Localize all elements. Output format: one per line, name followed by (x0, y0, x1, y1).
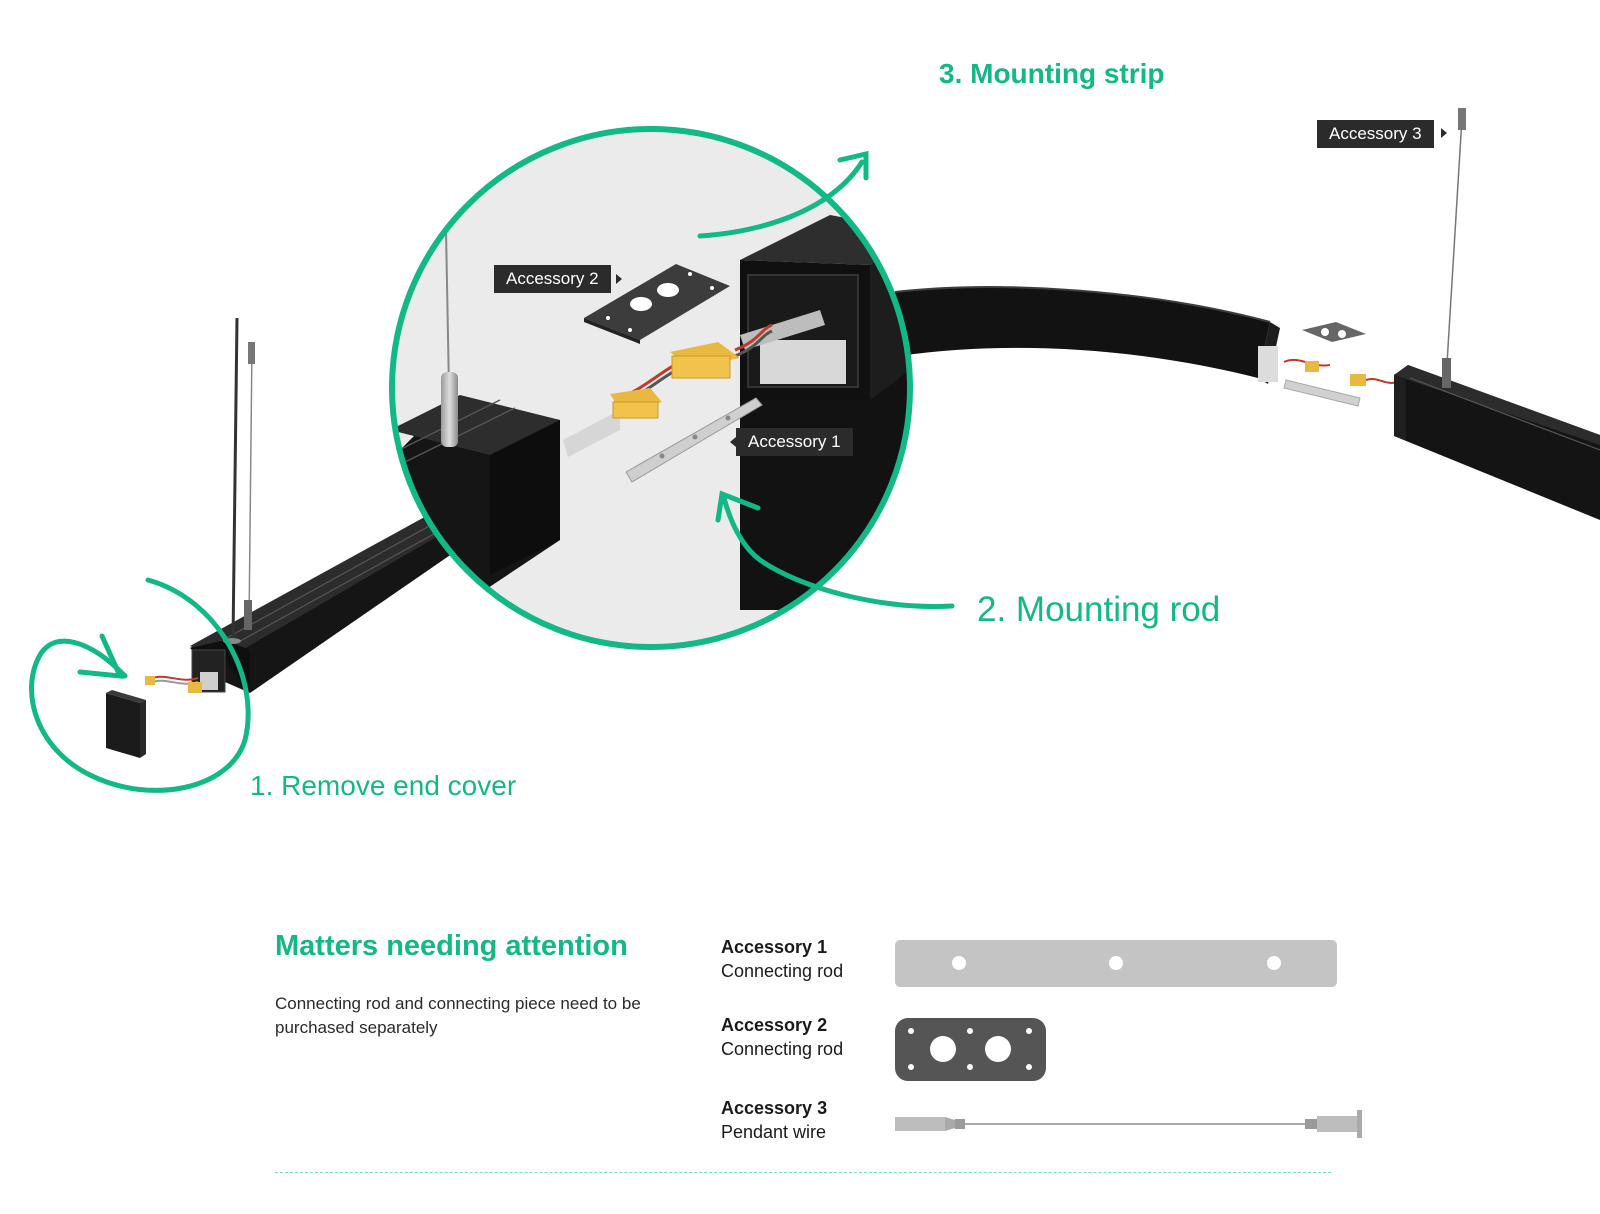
accessory-3-tag-pointer (1441, 128, 1447, 138)
left-connector (145, 675, 202, 693)
accessory-1-subtitle: Connecting rod (721, 961, 844, 981)
accessory-1-tag-pointer (730, 437, 736, 447)
step-2-label: 2. Mounting rod (977, 590, 1221, 629)
small-accessory2-plate (1302, 322, 1366, 342)
zoom-accessory1-bar (625, 397, 763, 483)
accessory-2-title: Accessory 2 (721, 1015, 828, 1035)
dashed-divider (275, 1172, 1331, 1173)
end-cover (106, 690, 146, 758)
accessory-2-tag-pointer (616, 274, 622, 284)
notes-title: Matters needing attention (275, 930, 628, 962)
accessory1-rod-illustration (895, 940, 1337, 987)
step3-arrow (697, 150, 869, 239)
accessory-3-tag: Accessory 3 (1317, 120, 1434, 148)
zoom-accessory2-plate (584, 264, 730, 344)
accessory-1-title: Accessory 1 (721, 937, 828, 957)
right-pendant-wire (1442, 108, 1466, 388)
accessory-3-title: Accessory 3 (721, 1098, 828, 1118)
accessory-3-subtitle: Pendant wire (721, 1122, 827, 1142)
accessory3-wire-illustration (895, 1110, 1362, 1138)
right-profile (1394, 365, 1600, 520)
accessory-2-tag: Accessory 2 (494, 265, 611, 293)
step2-arrow (715, 490, 955, 609)
accessory-2-subtitle: Connecting rod (721, 1039, 844, 1059)
small-connectors (1283, 358, 1399, 386)
accessory-1-tag: Accessory 1 (736, 428, 853, 456)
left-pendant-wires (223, 317, 255, 644)
zoom-connector-plug (610, 388, 662, 419)
notes-body: Connecting rod and connecting piece need… (275, 994, 641, 1037)
small-accessory1-bar (1283, 379, 1361, 407)
zoom-connector-socket (670, 342, 740, 379)
zoom-circle-ring (389, 126, 913, 650)
step-3-label: 3. Mounting strip (939, 58, 1165, 89)
accessory2-plate-illustration (895, 1018, 1046, 1081)
step-1-label: 1. Remove end cover (250, 770, 517, 801)
step1-circle-arrow (29, 577, 251, 793)
curved-profile (894, 286, 1280, 384)
